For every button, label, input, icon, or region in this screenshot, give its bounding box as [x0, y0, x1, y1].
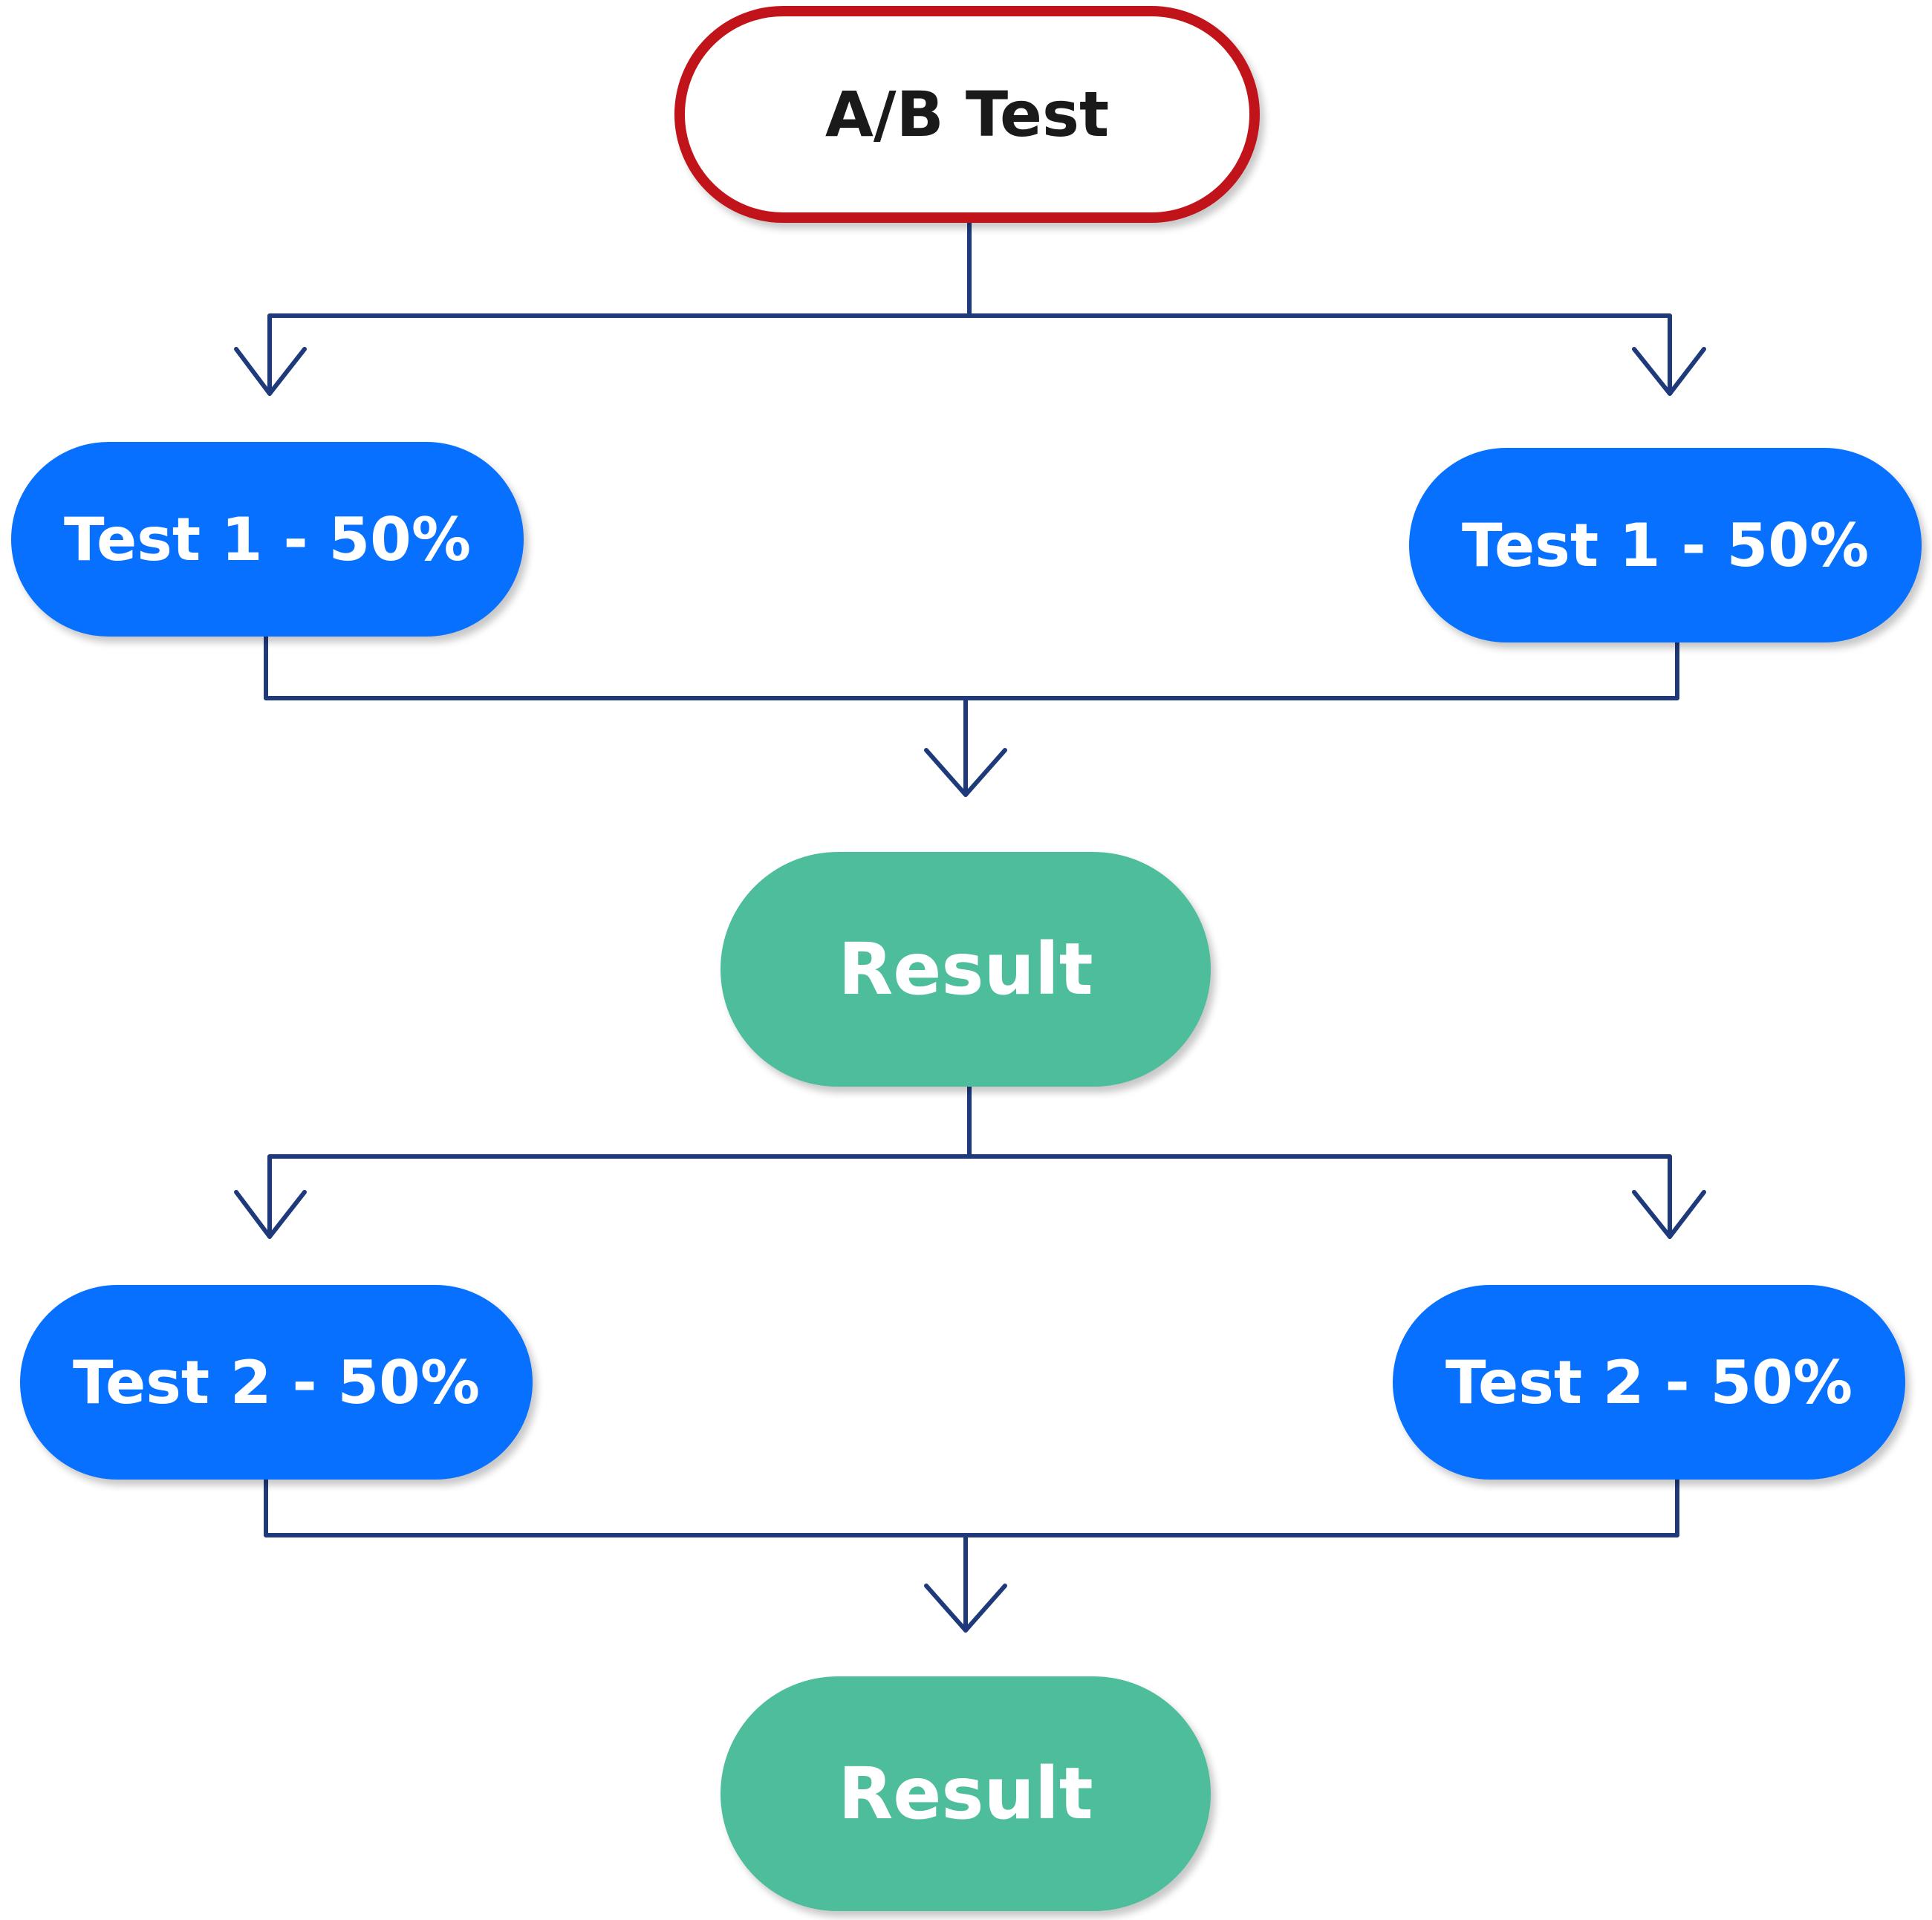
connector-start-split: [267, 221, 1672, 396]
arrowhead-result-1: [924, 748, 1007, 797]
result-node-1: Result: [721, 852, 1211, 1087]
result-node-2: Result: [721, 1676, 1211, 1911]
result-2-label: Result: [838, 1752, 1093, 1835]
arrowhead-test2-left: [234, 1190, 307, 1239]
ab-test-start-node: A/B Test: [674, 6, 1260, 223]
test2-right-node: Test 2 - 50%: [1393, 1285, 1905, 1480]
test2-left-label: Test 2 - 50%: [73, 1347, 480, 1417]
test2-right-label: Test 2 - 50%: [1445, 1347, 1853, 1417]
test2-left-node: Test 2 - 50%: [20, 1285, 533, 1480]
connector-merge-1: [264, 633, 1679, 797]
connector-merge-2: [264, 1476, 1679, 1633]
arrowhead-test1-right: [1632, 347, 1706, 396]
start-node-label: A/B Test: [824, 78, 1110, 151]
result-1-label: Result: [838, 928, 1093, 1011]
arrowhead-test2-right: [1632, 1190, 1706, 1239]
test1-right-node: Test 1 - 50%: [1409, 448, 1922, 642]
arrowhead-test1-left: [234, 347, 307, 396]
test1-right-label: Test 1 - 50%: [1462, 510, 1869, 580]
connector-result1-split: [267, 1084, 1672, 1239]
test1-left-node: Test 1 - 50%: [11, 442, 524, 637]
test1-left-label: Test 1 - 50%: [64, 504, 471, 574]
arrowhead-result-2: [924, 1584, 1007, 1633]
